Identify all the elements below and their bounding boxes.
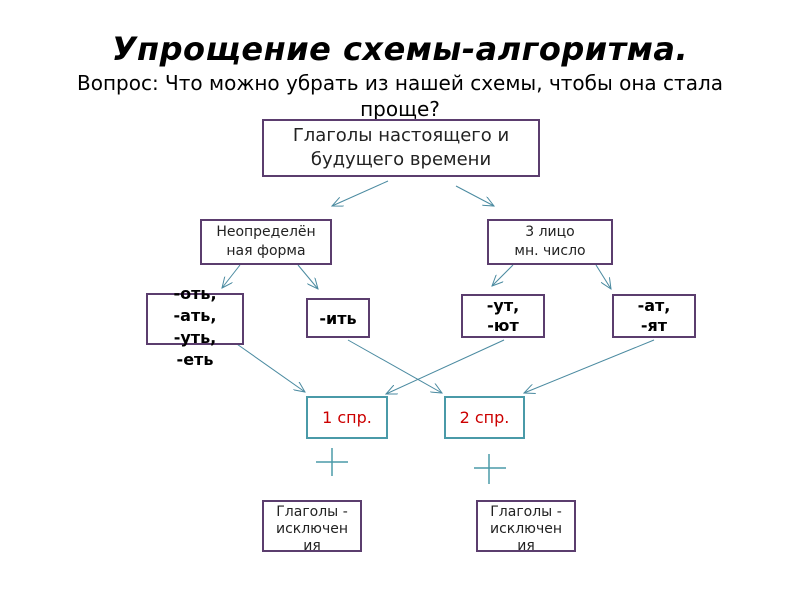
arrow-ut-conj1 [386,339,505,394]
node-endings-at-yat: -ат,-ят [612,294,696,338]
node-endings-ot-at-ut-et: -оть, -ать, -уть, -еть [146,284,244,369]
node-exception-verbs-1: Глаголы - исключен ия [262,500,362,552]
arrow-root-third-person [455,185,494,206]
node-second-conjugation: 2 спр. [444,396,525,439]
page-title: Упрощение схемы-алгоритма. [111,30,689,68]
arrow-third-person-ut [492,264,514,286]
node-first-conjugation: 1 спр. [306,396,388,439]
arrow-infinitive-ot [222,264,241,288]
arrow-root-infinitive [332,180,389,206]
node-ending-it: -ить [306,298,370,338]
page-subtitle: Вопрос: Что можно убрать из нашей схемы,… [76,71,723,121]
node-exception-verbs-2: Глаголы - исключен ия [476,500,576,552]
arrow-third-person-at [595,264,611,289]
arrow-it-conj2 [347,339,442,393]
arrow-infinitive-it [297,264,318,289]
node-endings-ut-yut: -ут,-ют [461,294,545,338]
arrow-ot-conj1 [233,341,305,392]
arrow-at-conj2 [524,339,655,393]
